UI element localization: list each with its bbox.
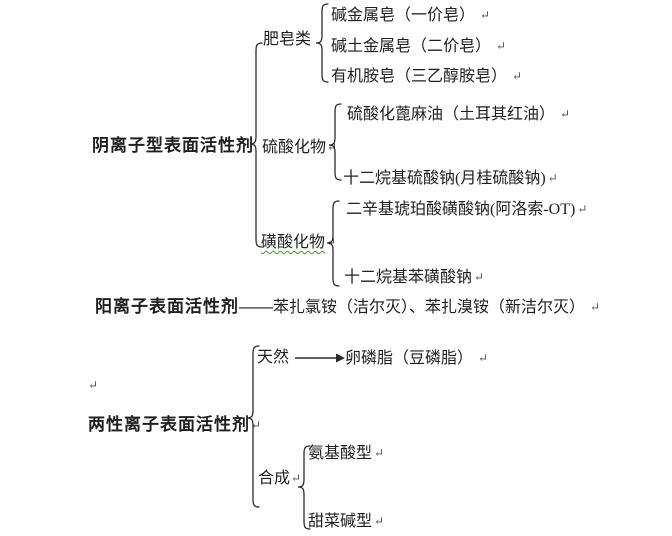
amphoteric-section-title: 两性离子表面活性剂↵: [88, 415, 262, 434]
cationic-section-title: 阳离子表面活性剂: [95, 297, 239, 316]
soap-item-2: 碱土金属皂（二价皂）↵: [331, 38, 507, 55]
brace-anionic: [249, 42, 263, 248]
sulfate-item-1: 硫酸化蓖麻油（土耳其红油）↵: [347, 106, 571, 123]
brace-soap-group: [315, 3, 329, 83]
paragraph-mark-icon: ↵: [590, 300, 601, 314]
paragraph-mark-icon: ↵: [327, 140, 338, 154]
cationic-line: 阳离子表面活性剂——苯扎氯铵（洁尔灭）、苯扎溴铵（新洁尔灭） ↵: [95, 296, 600, 318]
cationic-content: 苯扎氯铵（洁尔灭）、苯扎溴铵（新洁尔灭）: [273, 299, 586, 316]
brace-amphoteric: [246, 345, 260, 508]
anionic-section-title: 阴离子型表面活性剂: [92, 135, 254, 156]
natural-item: 卵磷脂（豆磷脂）↵: [345, 350, 489, 367]
soap-group-label: 肥皂类: [263, 31, 312, 48]
em-dash-connector: ——: [239, 297, 273, 316]
arrow-right-icon: [295, 353, 345, 363]
sulfonate-item-1: 二辛基琥珀酸磺酸钠(阿洛索-OT)↵: [346, 201, 588, 218]
paragraph-mark-icon: ↵: [88, 378, 99, 392]
betaine-item: 甜菜碱型↵: [308, 513, 385, 530]
paragraph-mark-icon: ↵: [478, 351, 489, 365]
sulfonate-group-label: 磺酸化物↵: [261, 234, 337, 251]
soap-item-1: 碱金属皂（一价皂）↵: [331, 7, 491, 24]
brace-sulfate-group: [328, 103, 342, 181]
paragraph-mark-icon: ↵: [496, 39, 507, 53]
synthetic-group-label: 合成↵: [258, 470, 302, 487]
paragraph-mark-icon: ↵: [480, 8, 491, 22]
natural-group-label: 天然: [257, 349, 290, 366]
paragraph-mark-icon: ↵: [374, 514, 385, 528]
sulfate-item-2: 十二烷基硫酸钠(月桂硫酸钠)↵: [343, 170, 558, 187]
sulfonate-item-2: 十二烷基苯磺酸钠↵: [344, 269, 485, 286]
paragraph-mark-icon: ↵: [560, 107, 571, 121]
paragraph-mark-icon: ↵: [577, 202, 588, 216]
amino-acid-item: 氨基酸型↵: [308, 445, 385, 462]
paragraph-mark-icon: ↵: [547, 171, 558, 185]
paragraph-mark-icon: ↵: [251, 418, 262, 432]
brace-synthetic: [297, 445, 311, 530]
soap-item-3: 有机胺皂（三乙醇胺皂）↵: [331, 68, 523, 85]
anionic-title-text: 阴离子型表面活性剂: [92, 136, 254, 155]
brace-sulfonate-group: [326, 200, 340, 287]
paragraph-mark-icon: ↵: [291, 471, 302, 485]
sulfate-group-label: 硫酸化物↵: [262, 139, 338, 156]
paragraph-mark-icon: ↵: [374, 446, 385, 460]
paragraph-mark-icon: ↵: [512, 69, 523, 83]
paragraph-mark-icon: ↵: [474, 270, 485, 284]
